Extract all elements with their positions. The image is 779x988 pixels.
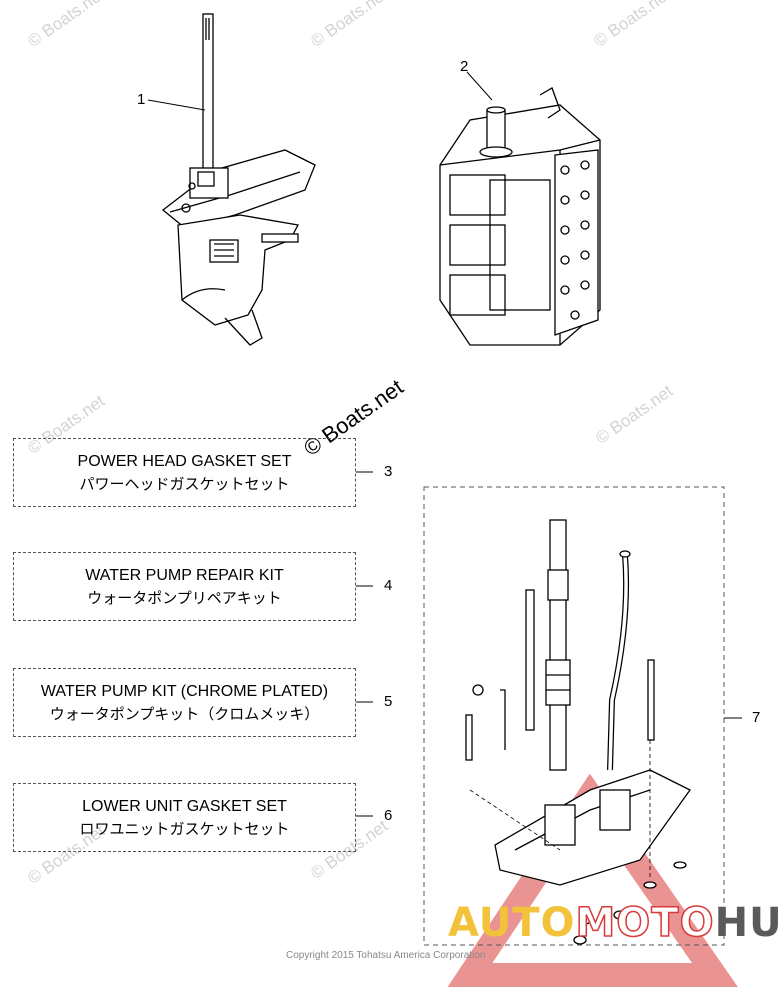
- lower-unit-illustration: [147, 13, 316, 346]
- automotohub-logo: AUTOMOTOHUB: [448, 899, 779, 947]
- callout-1: 1: [137, 91, 146, 108]
- kit-name-en: WATER PUMP KIT (CHROME PLATED): [40, 682, 329, 700]
- kit-name-jp: ウォータポンプリペアキット: [87, 588, 282, 607]
- power-head-illustration: [439, 71, 601, 346]
- water-pump-kit-illustration: [423, 486, 725, 946]
- kit-box-water-pump-chrome: WATER PUMP KIT (CHROME PLATED) ウォータポンプキッ…: [13, 668, 356, 737]
- callout-2: 2: [460, 58, 469, 75]
- logo-moto: MOTO: [575, 899, 715, 947]
- kit-name-jp: パワーヘッドガスケットセット: [79, 474, 290, 493]
- logo-hub: HUB: [714, 900, 779, 946]
- copyright-text: Copyright 2015 Tohatsu America Corporati…: [286, 950, 486, 961]
- callout-leaders: [356, 471, 742, 817]
- callout-6: 6: [384, 807, 393, 824]
- callout-5: 5: [384, 693, 393, 710]
- callout-3: 3: [384, 463, 393, 480]
- kit-name-jp: ウォータポンプキット（クロムメッキ）: [49, 704, 320, 723]
- callout-4: 4: [384, 577, 393, 594]
- kit-name-en: WATER PUMP REPAIR KIT: [85, 566, 284, 584]
- kit-name-en: LOWER UNIT GASKET SET: [82, 797, 287, 815]
- logo-auto: AUTO: [448, 900, 576, 946]
- kit-box-power-head-gasket: POWER HEAD GASKET SET パワーヘッドガスケットセット: [13, 438, 356, 507]
- kit-box-water-pump-repair: WATER PUMP REPAIR KIT ウォータポンプリペアキット: [13, 552, 356, 621]
- kit-box-lower-unit-gasket: LOWER UNIT GASKET SET ロワユニットガスケットセット: [13, 783, 356, 852]
- kit-name-jp: ロワユニットガスケットセット: [79, 819, 290, 838]
- kit-name-en: POWER HEAD GASKET SET: [77, 452, 292, 470]
- callout-7: 7: [752, 709, 761, 726]
